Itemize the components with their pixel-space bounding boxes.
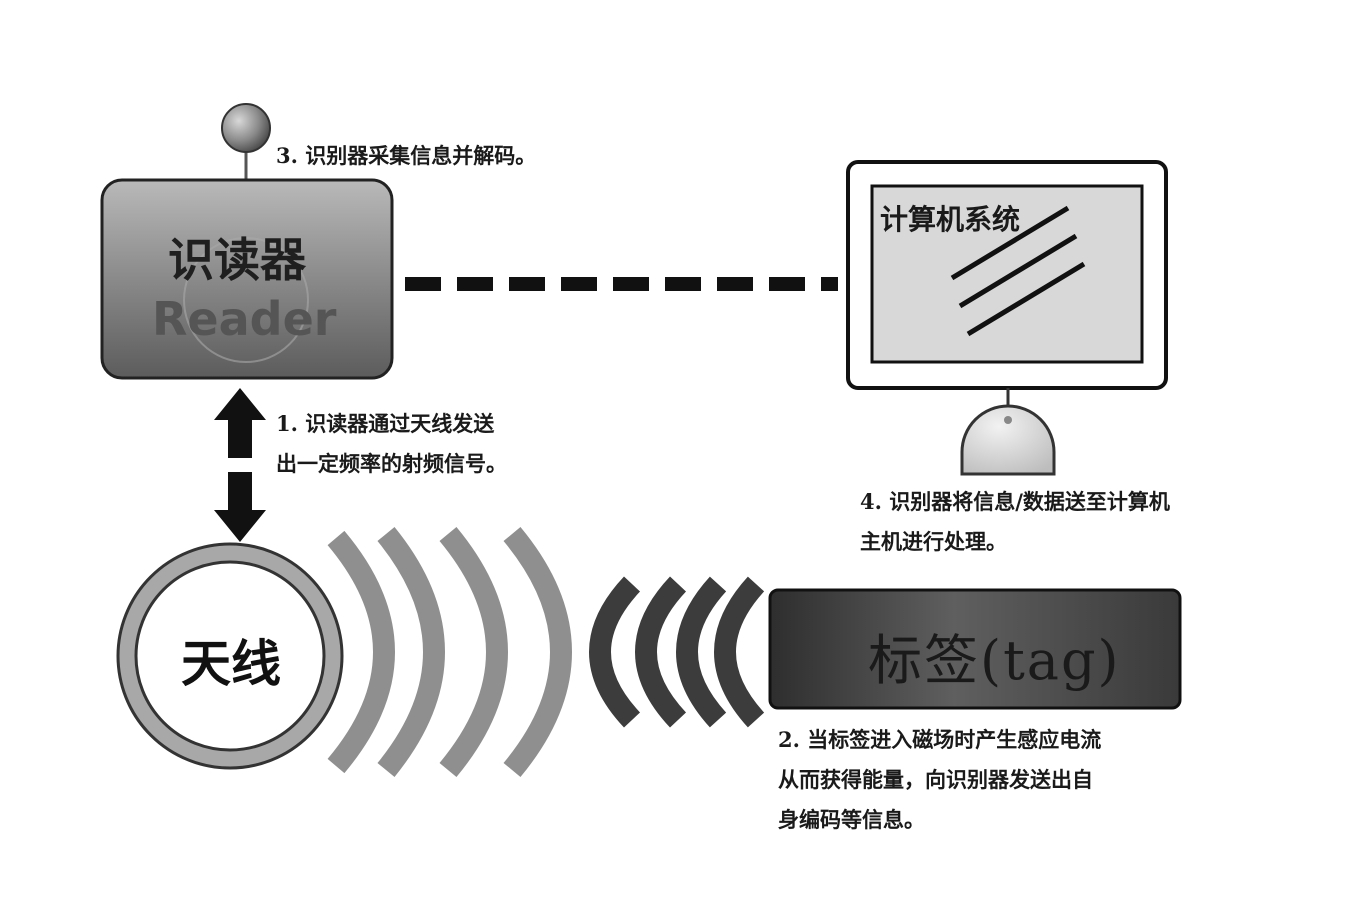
outgoing-wave-1 (327, 530, 395, 774)
incoming-waves (589, 576, 765, 728)
tag-label: 标签(tag) (868, 629, 1121, 692)
computer-stand (960, 388, 1056, 476)
double-arrow (214, 388, 266, 542)
antenna-circle (116, 542, 344, 770)
step1-line-1: 1. 识读器通过天线发送 (276, 411, 495, 436)
outgoing-wave-2 (377, 527, 445, 777)
reader-title: 识读器 (168, 233, 306, 287)
step4-line-1: 4. 识别器将信息/数据送至计算机 (860, 489, 1170, 514)
step4-line-2: 主机进行处理。 (860, 529, 1007, 554)
step2-note: 2. 当标签进入磁场时产生感应电流 从而获得能量，向识别器发送出自 身编码等信息… (778, 720, 1101, 840)
step1-line-2: 出一定频率的射频信号。 (276, 451, 507, 476)
incoming-wave-4 (714, 576, 765, 728)
step3-note: 3. 识别器采集信息并解码。 (276, 136, 536, 176)
reader-subtitle: Reader (152, 292, 337, 346)
reader-box (100, 178, 394, 380)
step2-line-2: 从而获得能量，向识别器发送出自 (778, 767, 1093, 792)
step4-note: 4. 识别器将信息/数据送至计算机 主机进行处理。 (860, 482, 1170, 562)
step1-note: 1. 识读器通过天线发送 出一定频率的射频信号。 (276, 404, 507, 484)
computer-monitor (846, 160, 1168, 390)
outgoing-wave-3 (439, 526, 508, 778)
tag-box (768, 588, 1182, 710)
step3-line-1: 3. 识别器采集信息并解码。 (276, 143, 537, 168)
antenna-label: 天线 (181, 634, 281, 693)
incoming-wave-2 (635, 576, 687, 728)
outgoing-wave-4 (503, 526, 572, 778)
computer-label: 计算机系统 (880, 203, 1021, 236)
outgoing-waves (327, 526, 572, 778)
incoming-wave-1 (589, 576, 641, 728)
incoming-wave-3 (676, 576, 727, 728)
reader-antenna-knob (221, 103, 271, 182)
step2-line-1: 2. 当标签进入磁场时产生感应电流 (778, 727, 1102, 752)
step2-line-3: 身编码等信息。 (778, 807, 925, 832)
